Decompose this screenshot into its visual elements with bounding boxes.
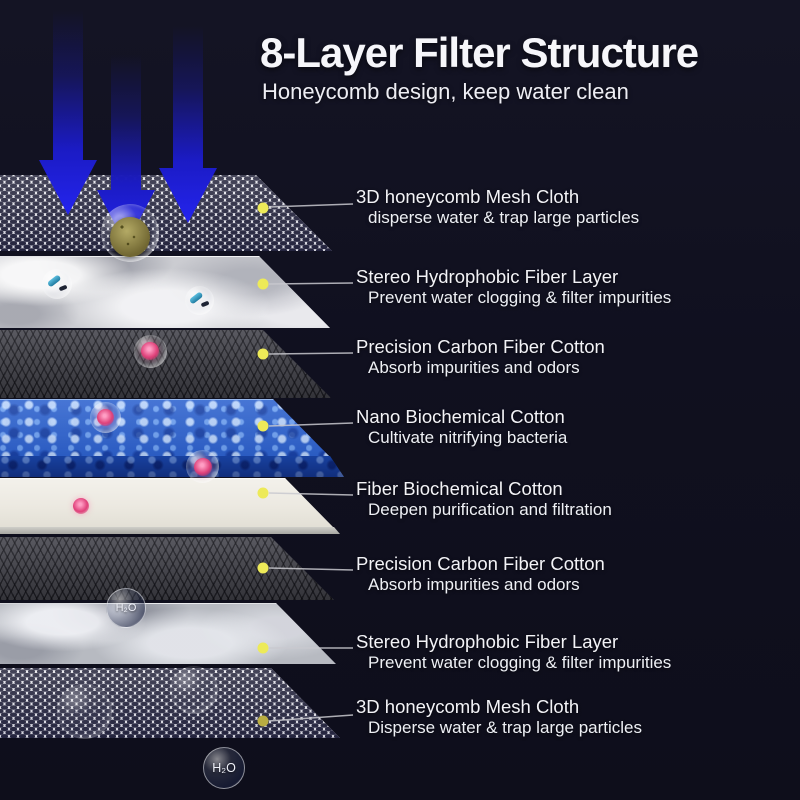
h2o-label: H₂O [212,761,236,775]
layer-3-carbon-fiber [0,330,331,398]
layer-desc: Absorb impurities and odors [368,575,580,594]
layer-name: 3D honeycomb Mesh Cloth [356,186,580,207]
layer-2-hydrophobic-fiber [0,256,330,328]
layer-name: Stereo Hydrophobic Fiber Layer [356,266,619,287]
layer-desc: Prevent water clogging & filter impuriti… [368,288,672,307]
layer-name: Nano Biochemical Cotton [356,406,565,427]
layer-label-1: 3D honeycomb Mesh Cloth disperse water &… [356,186,639,228]
layer-desc: disperse water & trap large particles [368,208,640,227]
layer-label-6: Precision Carbon Fiber Cotton Absorb imp… [356,553,605,595]
layer-desc: Absorb impurities and odors [368,358,580,377]
layer-4-nano-biochemical-sponge [0,399,330,457]
layer-name: Precision Carbon Fiber Cotton [356,336,605,357]
layer-5-fiber-biochemical-cotton [0,478,334,528]
layer-label-4: Nano Biochemical Cotton Cultivate nitrif… [356,406,567,448]
layer-7-hydrophobic-fiber [0,603,336,664]
page-title: 8-Layer Filter Structure [260,29,699,76]
layer-8-honeycomb-mesh [0,668,340,738]
layer-6-carbon-fiber [0,537,334,600]
layer-name: Precision Carbon Fiber Cotton [356,553,605,574]
layer-name: Fiber Biochemical Cotton [356,478,563,499]
layer-label-8: 3D honeycomb Mesh Cloth Disperse water &… [356,696,642,738]
layer-4-sponge-side-face [0,456,344,477]
layer-5-cotton-side-face [0,527,340,534]
layer-label-5: Fiber Biochemical Cotton Deepen purifica… [356,478,612,520]
layer-name: 3D honeycomb Mesh Cloth [356,696,580,717]
layer-desc: Cultivate nitrifying bacteria [368,428,568,447]
h2o-bubble-icon: H₂O [203,747,245,789]
layer-desc: Prevent water clogging & filter impuriti… [368,653,672,672]
layer-desc: Deepen purification and filtration [368,500,612,519]
layer-desc: Disperse water & trap large particles [368,718,643,737]
layer-label-2: Stereo Hydrophobic Fiber Layer Prevent w… [356,266,671,308]
header: 8-Layer Filter Structure Honeycomb desig… [260,29,699,105]
layer-name: Stereo Hydrophobic Fiber Layer [356,631,619,652]
layer-label-3: Precision Carbon Fiber Cotton Absorb imp… [356,336,605,378]
layer-label-7: Stereo Hydrophobic Fiber Layer Prevent w… [356,631,671,673]
page-subtitle: Honeycomb design, keep water clean [262,79,629,105]
